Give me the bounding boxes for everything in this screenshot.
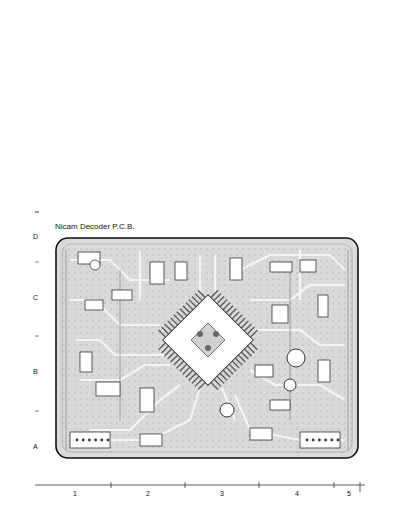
grid-reference: B: [33, 368, 38, 375]
board-title: Nicam Decoder P.C.B.: [55, 223, 134, 231]
grid-reference: 3: [220, 490, 224, 497]
grid-reference: 4: [295, 490, 299, 497]
grid-reference: C: [33, 294, 38, 301]
grid-reference: D: [33, 233, 38, 240]
grid-reference: 2: [146, 490, 150, 497]
grid-reference: A: [33, 443, 38, 450]
grid-reference: 5: [347, 490, 351, 497]
grid-reference: 1: [73, 490, 77, 497]
